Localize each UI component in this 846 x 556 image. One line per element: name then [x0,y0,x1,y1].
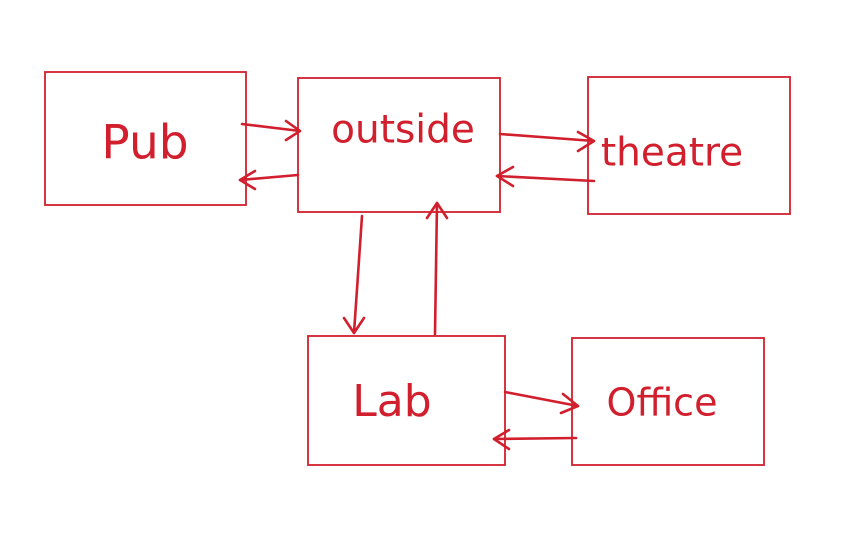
theatre-label: theatre [601,131,743,176]
pub-box [44,71,247,206]
arrow-office-to-lab [492,428,578,451]
arrow-pub-to-outside [240,119,302,142]
arrow-lab-to-office [503,390,580,415]
arrow-outside-to-pub [238,169,300,191]
office-label: Office [607,381,718,425]
outside-label: outside [331,108,475,153]
outside-box [297,77,501,213]
theatre-box [587,76,791,215]
arrow-theatre-to-outside [495,165,596,188]
arrow-outside-to-theatre [498,130,596,153]
lab-box [307,335,506,466]
arrow-lab-to-outside [425,201,449,336]
pub-label: Pub [101,116,188,171]
lab-label: Lab [352,376,431,427]
office-box [571,337,765,466]
arrow-outside-to-lab [342,214,366,335]
